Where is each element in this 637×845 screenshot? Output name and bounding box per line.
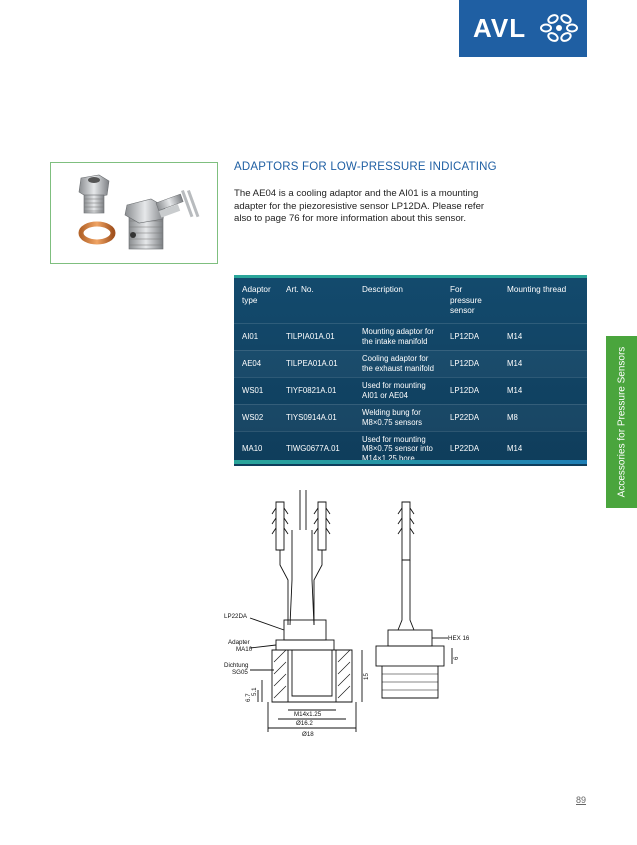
cell-type: AI01 <box>234 322 278 350</box>
table-row: WS02 TIYS0914A.01 Welding bung for M8×0.… <box>234 403 587 431</box>
label-h1: 6.7 <box>245 693 252 702</box>
avl-logo-icon <box>540 14 578 42</box>
page-number: 89 <box>576 795 587 805</box>
table-row: AI01 TILPIA01A.01 Mounting adaptor for t… <box>234 322 587 350</box>
label-h2: 5.1 <box>251 687 258 696</box>
label-hex: HEX 16 <box>448 635 470 642</box>
label-ma10: MA10 <box>236 646 253 653</box>
product-photo <box>50 162 218 264</box>
intro-paragraph: The AE04 is a cooling adaptor and the AI… <box>234 188 485 225</box>
cell-type: AE04 <box>234 349 278 377</box>
header-description: Description <box>362 285 403 294</box>
logo-text: AVL <box>473 13 527 43</box>
cell-description: Cooling adaptor for the exhaust manifold <box>354 349 442 377</box>
technical-drawing: LP22DA Adapter MA10 Dichtung SG05 M14x1.… <box>224 490 470 738</box>
cell-sensor: LP12DA <box>442 376 499 404</box>
table-header-row: Adaptor type Art. No. Description For pr… <box>234 278 587 323</box>
cell-sensor: LP22DA <box>442 403 499 431</box>
label-thread: M14x1.25 <box>294 711 322 718</box>
section-title: ADAPTORS FOR LOW-PRESSURE INDICATING <box>234 161 497 173</box>
cell-sensor: LP12DA <box>442 322 499 350</box>
cell-description: Mounting adaptor for the intake manifold <box>354 322 442 350</box>
cell-thread: M8 <box>499 403 587 431</box>
header-art-no: Art. No. <box>286 285 314 294</box>
table-bottom-bar <box>234 460 587 464</box>
table-row: AE04 TILPEA01A.01 Cooling adaptor for th… <box>234 349 587 377</box>
label-sg05: SG05 <box>232 669 248 676</box>
table-row: WS01 TIYF0821A.01 Used for mounting AI01… <box>234 376 587 404</box>
cell-art-no: TIYF0821A.01 <box>278 376 354 404</box>
cell-art-no: TILPIA01A.01 <box>278 322 354 350</box>
header-adaptor-type: Adaptor type <box>242 285 271 305</box>
header-pressure-sensor: For pressure sensor <box>450 285 482 315</box>
cell-art-no: TIYS0914A.01 <box>278 403 354 431</box>
label-d1: Ø16.2 <box>296 720 313 727</box>
cell-description: Welding bung for M8×0.75 sensors <box>354 403 442 431</box>
cell-sensor: LP12DA <box>442 349 499 377</box>
header-mounting-thread: Mounting thread <box>507 285 567 294</box>
label-h3: 15 <box>363 673 370 680</box>
cell-description: Used for mounting AI01 or AE04 <box>354 376 442 404</box>
cell-art-no: TILPEA01A.01 <box>278 349 354 377</box>
side-tab-label: Accessories for Pressure Sensors <box>616 346 627 498</box>
adaptor-table: Adaptor type Art. No. Description For pr… <box>234 275 587 466</box>
cell-thread: M14 <box>499 376 587 404</box>
label-dichtung: Dichtung <box>224 662 249 669</box>
label-h4: 6 <box>453 656 460 660</box>
cell-type: WS02 <box>234 403 278 431</box>
cell-thread: M14 <box>499 322 587 350</box>
label-d2: Ø18 <box>302 731 314 738</box>
avl-logo: AVL <box>459 0 587 57</box>
label-lp22da: LP22DA <box>224 613 248 620</box>
adaptor-photo-illustration <box>78 174 200 250</box>
cell-type: WS01 <box>234 376 278 404</box>
side-tab: Accessories for Pressure Sensors <box>606 336 637 508</box>
cell-thread: M14 <box>499 349 587 377</box>
label-adapter: Adapter <box>228 639 250 646</box>
